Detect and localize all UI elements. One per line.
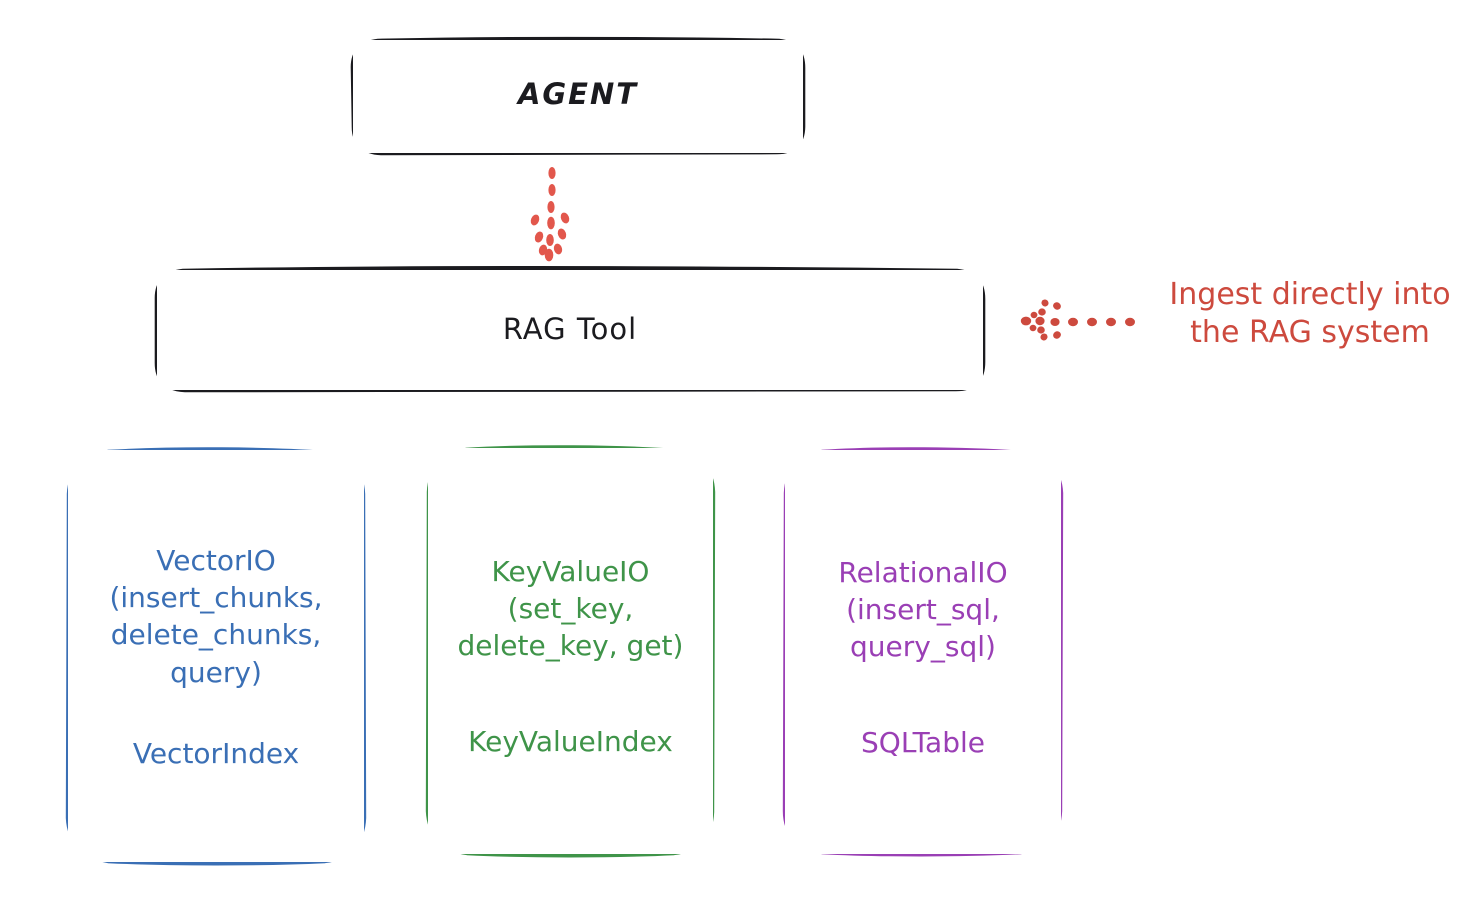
ingest-annotation-label: Ingest directly into the RAG system [1169, 277, 1451, 350]
provider-card-relational[interactable]: RelationalIO (insert_sql, query_sql) SQL… [785, 450, 1061, 854]
provider-api-label: KeyValueIO (set_key, delete_key, get) [457, 555, 684, 663]
provider-api-label: RelationalIO (insert_sql, query_sql) [838, 556, 1008, 664]
provider-card-keyvalue[interactable]: KeyValueIO (set_key, delete_key, get) Ke… [428, 448, 713, 854]
provider-card-vector[interactable]: VectorIO (insert_chunks, delete_chunks, … [68, 450, 364, 862]
provider-api-label: VectorIO (insert_chunks, delete_chunks, … [109, 544, 323, 689]
rag-tool-node[interactable]: RAG Tool [157, 270, 983, 390]
rag-tool-node-label: RAG Tool [502, 312, 638, 347]
provider-index-label: VectorIndex [132, 736, 300, 770]
dotted-arrow-down-icon [530, 167, 570, 262]
provider-index-label: KeyValueIndex [468, 724, 673, 758]
agent-node-label: AGENT [517, 76, 639, 111]
dotted-arrow-left-icon [1020, 299, 1135, 341]
provider-index-label: SQLTable [861, 725, 985, 759]
agent-node[interactable]: AGENT [353, 40, 803, 153]
